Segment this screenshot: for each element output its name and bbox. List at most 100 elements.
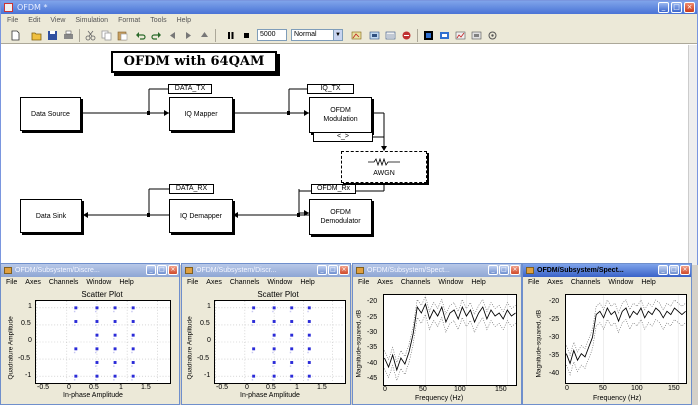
menu-file[interactable]: File <box>528 279 540 286</box>
print-icon[interactable] <box>63 30 74 41</box>
library-browser-icon[interactable] <box>401 30 412 41</box>
back-icon[interactable] <box>167 30 178 41</box>
menu-channels[interactable]: Channels <box>400 279 431 286</box>
close-button[interactable]: × <box>339 265 349 275</box>
simulation-mode-select[interactable]: Normal ▼ <box>291 29 343 41</box>
incremental-build-icon[interactable] <box>385 30 396 41</box>
scatter-plot-area[interactable] <box>214 300 346 384</box>
iq-mapper-block[interactable]: IQ Mapper <box>169 97 233 131</box>
goto-tag-small[interactable]: <_> <box>313 132 373 142</box>
close-button[interactable]: × <box>684 2 695 13</box>
menu-help[interactable]: Help <box>176 17 191 24</box>
menu-axes[interactable]: Axes <box>25 279 41 286</box>
iq-mapper-label: IQ Mapper <box>184 110 218 118</box>
pause-icon[interactable] <box>225 30 236 41</box>
scatter-point <box>307 306 311 310</box>
minimize-button[interactable]: _ <box>488 265 498 275</box>
menu-help[interactable]: Help <box>641 279 656 286</box>
open-icon[interactable] <box>31 30 42 41</box>
goto-tag-data-tx[interactable]: DATA_TX <box>168 84 212 94</box>
spectrum-plot-area[interactable] <box>565 294 687 384</box>
paste-icon[interactable] <box>117 30 128 41</box>
maximize-button[interactable]: □ <box>157 265 167 275</box>
awgn-label: AWGN <box>373 169 395 177</box>
data-sink-block[interactable]: Data Sink <box>20 199 82 233</box>
minimize-button[interactable]: _ <box>146 265 156 275</box>
minimize-button[interactable]: _ <box>317 265 327 275</box>
menu-edit[interactable]: Edit <box>28 17 41 24</box>
maximize-button[interactable]: □ <box>671 2 682 13</box>
maximize-button[interactable]: □ <box>328 265 338 275</box>
model-annotation-title[interactable]: OFDM with 64QAM <box>111 51 277 73</box>
chevron-down-icon[interactable]: ▼ <box>333 30 342 40</box>
up-icon[interactable] <box>199 30 210 41</box>
menu-window[interactable]: Window <box>267 279 293 286</box>
menu-help[interactable]: Help <box>471 279 486 286</box>
scope-titlebar[interactable]: OFDM/Subsystem/Discr... _□× <box>182 264 350 277</box>
iq-demapper-block[interactable]: IQ Demapper <box>169 199 233 233</box>
menu-file[interactable]: File <box>6 279 18 286</box>
menu-channels[interactable]: Channels <box>570 279 601 286</box>
minimize-button[interactable]: _ <box>658 2 669 13</box>
menu-window[interactable]: Window <box>438 279 464 286</box>
goto-tag-ofdm-rx[interactable]: OFDM_Rx <box>311 184 356 194</box>
menu-view[interactable]: View <box>50 17 66 24</box>
update-diagram-icon[interactable] <box>369 30 380 41</box>
menu-axes[interactable]: Axes <box>377 279 393 286</box>
undo-icon[interactable] <box>135 30 146 41</box>
model-advisor-icon[interactable] <box>455 30 466 41</box>
scatter-ghost-point <box>113 324 115 326</box>
menu-file[interactable]: File <box>7 17 19 24</box>
forward-icon[interactable] <box>183 30 194 41</box>
copy-icon[interactable] <box>101 30 112 41</box>
menu-window[interactable]: Window <box>86 279 112 286</box>
y-axis-label: Quadrature Amplitude <box>7 316 15 380</box>
scope-titlebar[interactable]: OFDM/Subsystem/Spect... _□× <box>523 264 691 277</box>
ofdm-demodulator-block[interactable]: OFDM Demodulator <box>309 199 372 235</box>
cut-icon[interactable] <box>85 30 96 41</box>
menu-file[interactable]: File <box>358 279 370 286</box>
window-titlebar[interactable]: OFDM * _ □ × <box>1 1 697 14</box>
minimize-button[interactable]: _ <box>658 265 668 275</box>
data-source-block[interactable]: Data Source <box>20 97 81 131</box>
menu-file[interactable]: File <box>187 279 199 286</box>
scatter-ghost-point <box>95 379 97 381</box>
vertical-scrollbar[interactable] <box>688 45 697 265</box>
save-icon[interactable] <box>47 30 58 41</box>
menu-channels[interactable]: Channels <box>48 279 79 286</box>
new-icon[interactable] <box>10 30 21 41</box>
model-explorer-icon[interactable] <box>423 30 434 41</box>
profiler-icon[interactable] <box>471 30 482 41</box>
menu-help[interactable]: Help <box>119 279 134 286</box>
scatter-point <box>74 374 78 378</box>
scope-titlebar[interactable]: OFDM/Subsystem/Discre... _□× <box>1 264 179 277</box>
scatter-point <box>290 306 294 310</box>
maximize-button[interactable]: □ <box>669 265 679 275</box>
scope-titlebar[interactable]: OFDM/Subsystem/Spect... _□× <box>353 264 521 277</box>
menu-simulation[interactable]: Simulation <box>75 17 109 24</box>
menu-axes[interactable]: Axes <box>206 279 222 286</box>
debugger-icon[interactable] <box>439 30 450 41</box>
menu-tools[interactable]: Tools <box>150 17 167 24</box>
menu-axes[interactable]: Axes <box>547 279 563 286</box>
menu-format[interactable]: Format <box>118 17 141 24</box>
menu-help[interactable]: Help <box>300 279 315 286</box>
close-button[interactable]: × <box>510 265 520 275</box>
menu-window[interactable]: Window <box>608 279 634 286</box>
menu-channels[interactable]: Channels <box>229 279 260 286</box>
stop-time-field[interactable]: 5000 <box>257 29 287 41</box>
scatter-plot-area[interactable] <box>35 300 171 384</box>
ofdm-modulation-block[interactable]: OFDM Modulation <box>309 97 372 133</box>
scatter-ghost-point <box>251 324 254 326</box>
build-icon[interactable] <box>351 30 362 41</box>
goto-tag-data-rx[interactable]: DATA_RX <box>169 184 214 194</box>
maximize-button[interactable]: □ <box>499 265 509 275</box>
spectrum-plot-area[interactable] <box>383 294 517 386</box>
stop-icon[interactable] <box>241 30 252 41</box>
close-button[interactable]: × <box>168 265 178 275</box>
goto-tag-iq-tx[interactable]: IQ_TX <box>307 84 354 94</box>
close-button[interactable]: × <box>680 265 690 275</box>
redo-icon[interactable] <box>151 30 162 41</box>
configuration-icon[interactable] <box>487 30 498 41</box>
awgn-block[interactable]: AWGN <box>341 151 427 183</box>
